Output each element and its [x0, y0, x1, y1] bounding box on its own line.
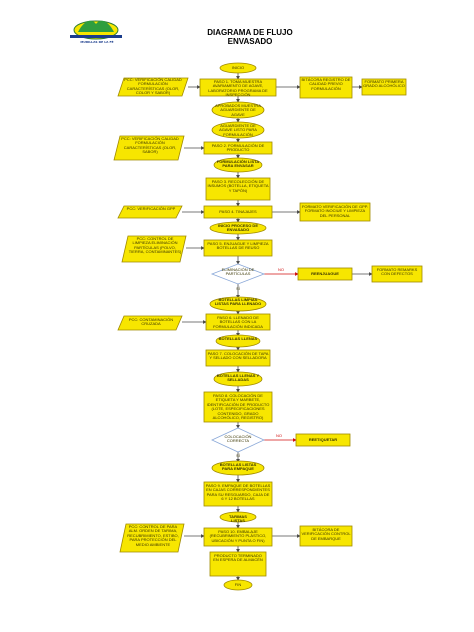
step-6-box [205, 313, 271, 331]
pcc-3-label: PCC: VERIFICACIÓN GPP [126, 206, 176, 211]
step-4-label: PASO 4. TINAJAJES [219, 209, 257, 214]
pcc-4-label: PCC: CONTROL DE LIMPIEZA ELIMINACIÓN PAR… [128, 236, 182, 255]
botellas-llenas-label: BOTELLAS LLENAS [218, 336, 258, 341]
reetiquetar-box [295, 433, 351, 447]
reenjuague-box [297, 267, 353, 281]
step-9-label: PASO 9. EMPAQUE DE BOTELLAS EN CAJAS COR… [205, 483, 271, 502]
diagram-title: DIAGRAMA DE FLUJO ENVASADO [150, 28, 350, 46]
decision-2-label: COLOCACIÓN CORRECTA [224, 434, 252, 444]
pcc-6-label: PCC: CONTROL DE PARA ALM. ORDEN DE TARIM… [127, 524, 179, 547]
pcc-5-io [117, 315, 183, 331]
formato-2-label: FORMATO VERIFICACIÓN DE GPP. FORMATO INO… [301, 204, 368, 218]
aguardiente-listo-label: AGUARDIENTE DE AGAVE LISTO PARA FORMULAC… [219, 123, 257, 137]
aguardiente-listo-node [211, 121, 265, 139]
title-line-1: DIAGRAMA DE FLUJO [207, 28, 293, 37]
pcc-3-io [117, 205, 183, 219]
formulacion-lista-label: FORMULACIÓN LISTA PARA ENVASAR [216, 159, 260, 169]
botellas-limpias-label: BOTELLAS LIMPIAS LISTAS PARA LLENADO [214, 297, 262, 307]
step-5-box [203, 239, 273, 257]
inicio-envasado-label: INICIO PROCESO DE ENVASADO [217, 223, 258, 233]
logo-caption: MURILLAS DE LA FÉ [80, 40, 114, 44]
botellas-llenas-node [215, 334, 261, 348]
reetiquetar-label: REETIQUETAR [308, 437, 338, 442]
formato-3-doc [371, 265, 423, 283]
decision-2-diamond [211, 427, 265, 453]
pcc-1-label: PCC: VERIFICACIÓN CALIDAD FORMULACIÓN CA… [124, 77, 182, 96]
decision-1-diamond [210, 263, 266, 285]
botellas-listas-node [211, 460, 265, 476]
start-label: INICIO [231, 65, 245, 70]
botellas-selladas-node [213, 371, 263, 387]
bitacora-1-label: BITÁCORA REGISTRO DE CALIDAD PREVIO FORM… [301, 77, 351, 91]
aprobados-label: APROBADOS MUESTRA AGUARDIENTE DE AGAVE [214, 103, 261, 117]
decision-1-no-label: NO [278, 267, 284, 272]
connectors [182, 73, 373, 581]
bitacora-2-doc [299, 525, 353, 547]
step-2-box [203, 141, 273, 155]
reenjuague-label: REENJUAGUE [311, 271, 339, 276]
step-3-label: PASO 3. RECOLECCIÓN DE INSUMOS (BOTELLA,… [207, 179, 269, 193]
pcc-5-label: PCC: CONTAMINACIÓN CRUZADA [128, 317, 174, 327]
company-logo [70, 20, 122, 40]
bitacora-1-doc [299, 76, 353, 99]
end-terminator [223, 579, 253, 591]
step-3-box [205, 177, 271, 201]
step-7-label: PASO 7. COLOCACIÓN DE TAPA Y SELLADO CON… [207, 351, 269, 361]
formulacion-lista-node [213, 157, 263, 173]
step-2-label: PASO 2. FORMULACIÓN DE PRODUCTO [211, 143, 265, 153]
pcc-6-io [119, 523, 185, 553]
decision-2-no-label: NO [276, 433, 282, 438]
end-label: FIN [234, 582, 242, 587]
pcc-1-io [117, 77, 189, 97]
step-4-box [203, 205, 273, 219]
tarimas-label: TARIMAS LISTAS [229, 514, 247, 524]
decision-1-label: ELIMINACIÓN DE PARTÍCULAS [221, 267, 255, 277]
start-terminator [219, 62, 257, 74]
formato-1-doc [361, 78, 407, 96]
pcc-4-io [121, 235, 187, 263]
producto-terminado-box [209, 551, 267, 577]
step-8-box [203, 391, 273, 423]
aprobados-node [211, 101, 265, 119]
step-10-label: PASO 10. EMBALAJE (RECUBRIMIENTO PLÁSTIC… [209, 529, 267, 543]
step-10-box [203, 527, 273, 547]
botellas-limpias-node [209, 296, 267, 312]
step-5-label: PASO 5. ENJUAGUE Y LIMPIEZA BOTELLAS DE … [207, 241, 269, 251]
step-1-label: PASO 1. TOMA MUESTRA AVARIAMENTO DE AGAV… [208, 79, 268, 98]
botellas-selladas-label: BOTELLAS LLENAS Y SELLADAS [216, 373, 260, 383]
formato-3-label: FORMATO REMARKS CON DEFECTOS [376, 267, 418, 277]
bitacora-2-label: BITÁCORA DE VERIFICACIÓN CONTROL DE EMBA… [301, 527, 351, 541]
decision-1-yes-label: SÍ [236, 286, 240, 291]
formato-2-doc [299, 202, 371, 222]
tarimas-node [219, 511, 257, 523]
producto-terminado-label: PRODUCTO TERMINADO EN ESPERA DE ALMACÉN [213, 553, 263, 563]
no-branches [264, 272, 299, 442]
step-9-box [203, 481, 273, 507]
decision-2-yes-label: SÍ [236, 453, 240, 458]
botellas-listas-label: BOTELLAS LISTAS PARA EMPAQUE [219, 462, 257, 472]
step-7-box [205, 349, 271, 367]
pcc-2-label: PCC: VERIFICACIÓN CALIDAD FORMULACIÓN CA… [121, 136, 179, 155]
step-1-box [199, 78, 277, 97]
step-6-label: PASO 6. LLENADO DE BOTELLAS CON LA FORMU… [213, 315, 263, 329]
formato-1-label: FORMATO PRIMERA GRADO ALCOHÓLICO [363, 79, 405, 89]
title-line-2: ENVASADO [227, 37, 273, 47]
inicio-envasado-node [209, 221, 267, 235]
step-8-label: PASO 8. COLOCACIÓN DE ETIQUETA Y MARBETE… [206, 393, 270, 421]
pcc-2-io [113, 135, 185, 161]
